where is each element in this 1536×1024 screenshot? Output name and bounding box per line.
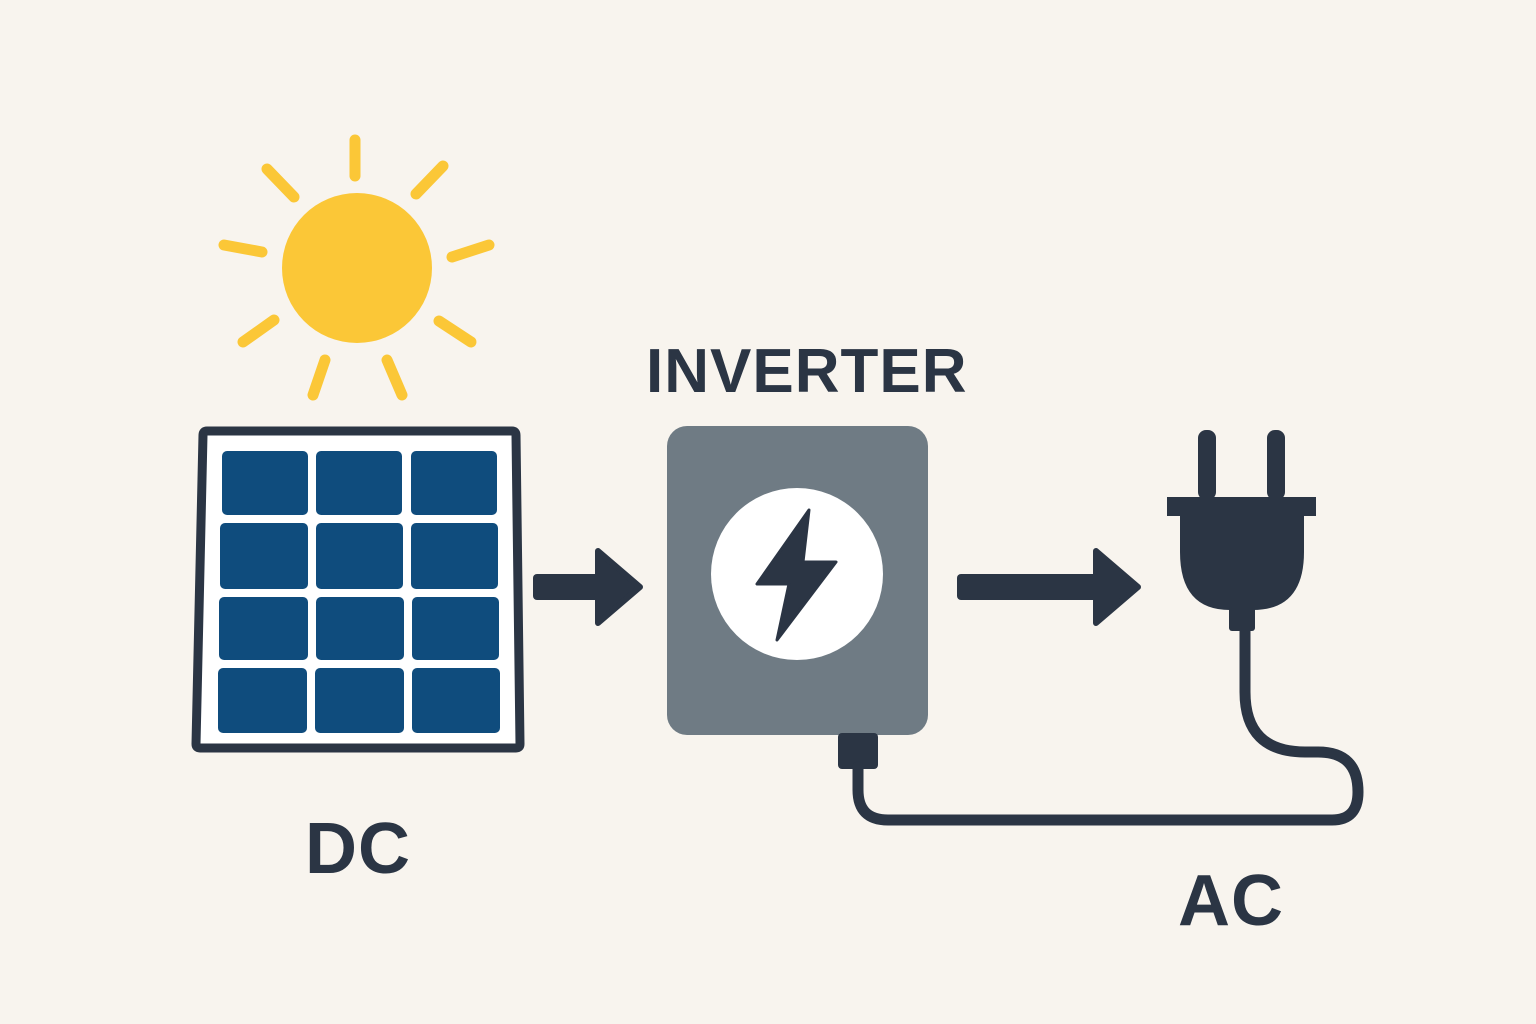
sun-rays [218,134,495,401]
plug-prong [1267,430,1285,500]
arrow-shaft [533,574,605,600]
ac-label: AC [1178,861,1284,941]
solar-cell [220,523,308,589]
dc-label: DC [305,809,411,889]
plug-neck [1229,607,1255,631]
sun-ray [261,163,300,203]
power-plug-icon [1167,430,1316,631]
sun-ray [218,239,268,258]
inverter-cable-port [838,733,878,769]
solar-cell [316,451,402,515]
solar-cell [219,597,308,660]
arrow-head [595,548,643,626]
solar-cell [315,668,404,733]
sun-ray [433,315,477,348]
sun-disc [282,193,432,343]
arrow-shaft [957,574,1102,600]
arrow-right-icon [533,548,643,626]
ac-cable [852,622,1364,826]
solar-cell [316,523,403,589]
plug-prong [1198,430,1216,500]
sun-ray [237,314,280,348]
sun-ray [307,354,331,401]
solar-cell [316,597,404,660]
solar-cell [218,668,307,733]
sun-ray [381,354,408,401]
solar-cell [222,451,308,515]
arrow-right-icon [957,548,1141,626]
inverter-label: INVERTER [646,337,968,406]
inverter-box-icon [667,426,928,769]
lightning-bolt-icon [755,508,838,642]
solar-cell [411,523,498,589]
plug-body [1167,497,1316,610]
sun-ray [410,160,449,200]
solar-panel-cells [218,451,500,733]
sun-ray [446,239,495,263]
solar-cell [412,668,500,733]
solar-cell [412,597,499,660]
solar-panel-icon [191,426,525,753]
solar-cell [411,451,497,515]
sun-icon [218,134,495,401]
arrow-head [1093,548,1141,626]
